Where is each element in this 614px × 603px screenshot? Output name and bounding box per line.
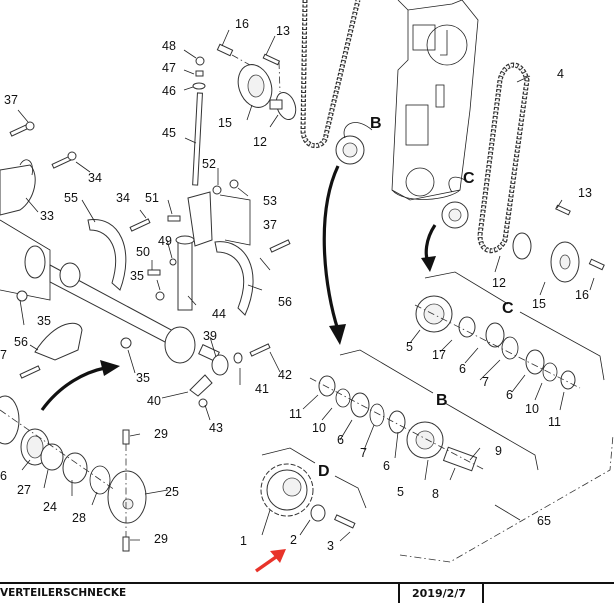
part-label: 7 xyxy=(482,375,489,389)
parts-top-center xyxy=(216,43,297,121)
part-label: 5 xyxy=(397,485,404,499)
part-label: 56 xyxy=(278,295,292,309)
title-block: VERTEILERSCHNECKE 2019/2/7 xyxy=(0,582,614,603)
section-letters: B C B C D xyxy=(318,115,514,480)
part-label: 17 xyxy=(432,348,446,362)
part-label: 13 xyxy=(578,186,592,200)
part-label: 33 xyxy=(40,209,54,223)
part-label: 9 xyxy=(495,444,502,458)
part-label: 11 xyxy=(289,407,302,421)
part-label: 10 xyxy=(312,421,326,435)
left-chain xyxy=(300,0,361,149)
part-label: 16 xyxy=(575,288,589,302)
part-label: 51 xyxy=(145,191,159,205)
date-cell: 2019/2/7 xyxy=(398,584,484,603)
part-label: 5 xyxy=(406,340,413,354)
support-bracket xyxy=(175,191,251,311)
part-label: 56 xyxy=(14,335,28,349)
part-label: 6 xyxy=(0,469,7,483)
part-label: 48 xyxy=(162,39,176,53)
part-label: 55 xyxy=(64,191,78,205)
highlight-arrow xyxy=(254,549,286,573)
part-label: 39 xyxy=(203,329,217,343)
part-label: 29 xyxy=(154,532,168,546)
part-label: 37 xyxy=(263,218,277,232)
auger-shaft xyxy=(0,219,220,364)
drawing-date: 2019/2/7 xyxy=(412,587,466,600)
part-numbers: 16 13 48 47 46 37 15 12 45 34 52 53 33 5… xyxy=(0,17,592,553)
fasteners xyxy=(16,179,291,408)
part-label: 34 xyxy=(116,191,130,205)
part-label: 28 xyxy=(72,511,86,525)
part-label: 65 xyxy=(537,514,551,528)
part-label: 40 xyxy=(147,394,161,408)
part-label: 4 xyxy=(557,67,564,81)
part-label: 24 xyxy=(43,500,57,514)
part-label: 7 xyxy=(0,348,7,362)
section-D-parts xyxy=(260,463,356,529)
gear-assembly-B-C xyxy=(335,135,605,283)
part-label: 29 xyxy=(154,427,168,441)
part-label: 50 xyxy=(136,245,150,259)
part-label: 35 xyxy=(136,371,150,385)
shields xyxy=(34,219,254,361)
right-chain-4 xyxy=(477,62,530,254)
section-label-C: C xyxy=(502,300,514,317)
part-label: 45 xyxy=(162,126,176,140)
part-label-highlighted: 2 xyxy=(290,533,297,547)
part-label: 12 xyxy=(253,135,267,149)
leader-lines xyxy=(17,29,595,542)
part-label: 43 xyxy=(209,421,223,435)
part-label: 7 xyxy=(360,446,367,460)
part-label: 6 xyxy=(459,362,466,376)
parts-lower-left xyxy=(0,395,147,552)
flow-arrows xyxy=(40,165,437,411)
part-label: 10 xyxy=(525,402,539,416)
part-label: 15 xyxy=(218,116,232,130)
exploded-parts-diagram: B C B C D 16 13 48 47 46 37 15 12 45 34 … xyxy=(0,0,614,573)
part-label: 1 xyxy=(240,534,247,548)
frame-housing xyxy=(391,0,479,201)
part-label: 6 xyxy=(337,433,344,447)
part-label: 27 xyxy=(17,483,31,497)
part-label: 49 xyxy=(158,234,172,248)
part-label: 35 xyxy=(37,314,51,328)
part-label: 42 xyxy=(278,368,292,382)
part-label: 8 xyxy=(432,487,439,501)
part-label: 12 xyxy=(492,276,506,290)
section-label-B-top: B xyxy=(370,115,382,132)
part-label: 35 xyxy=(130,269,144,283)
section-brackets xyxy=(261,271,614,563)
section-C-parts xyxy=(414,295,581,390)
part-label: 44 xyxy=(212,307,226,321)
part-label: 41 xyxy=(255,382,269,396)
part-label: 53 xyxy=(263,194,277,208)
part-label: 34 xyxy=(88,171,102,185)
section-B-parts xyxy=(309,375,486,472)
part-label: 6 xyxy=(506,388,513,402)
part-label: 52 xyxy=(202,157,216,171)
part-label: 46 xyxy=(162,84,176,98)
part-label: 25 xyxy=(165,485,179,499)
parts-upper-left xyxy=(0,121,77,216)
section-label-C-top: C xyxy=(463,170,475,187)
section-label-D: D xyxy=(318,463,330,480)
part-label: 6 xyxy=(383,459,390,473)
part-label: 3 xyxy=(327,539,334,553)
part-label: 11 xyxy=(548,415,561,429)
drawing-title: VERTEILERSCHNECKE xyxy=(0,587,127,599)
part-label: 37 xyxy=(4,93,18,107)
rod-assembly xyxy=(192,56,206,186)
part-label: 15 xyxy=(532,297,546,311)
part-label: 13 xyxy=(276,24,290,38)
section-label-B: B xyxy=(436,392,448,409)
part-label: 16 xyxy=(235,17,249,31)
part-label: 47 xyxy=(162,61,176,75)
